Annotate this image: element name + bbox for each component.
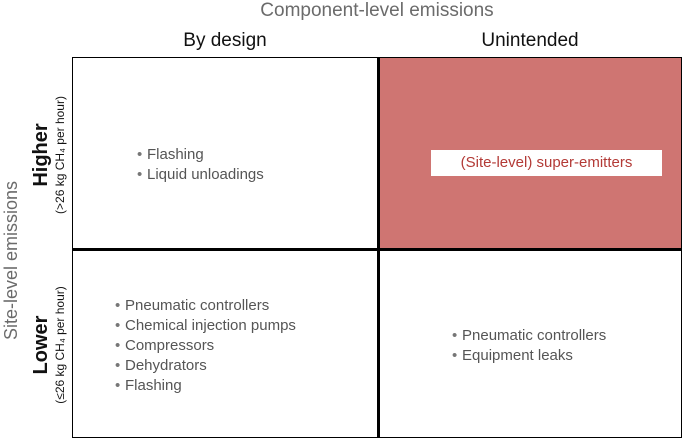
list-lower-unintended: Pneumatic controllers Equipment leaks (452, 326, 606, 366)
list-item: Chemical injection pumps (115, 316, 296, 336)
cell-lower-by-design (72, 249, 378, 438)
list-item: Dehydrators (115, 356, 296, 376)
row-label-lower: Lower (30, 315, 52, 375)
super-emitters-label: (Site-level) super-emitters (431, 150, 662, 176)
list-item: Compressors (115, 336, 296, 356)
list-item: Pneumatic controllers (115, 296, 296, 316)
list-lower-by-design: Pneumatic controllers Chemical injection… (115, 296, 296, 396)
horizontal-divider (72, 248, 682, 251)
list-item: Flashing (137, 145, 264, 165)
y-axis-title: Site-level emissions (1, 180, 21, 341)
row-header-higher: Higher (>26 kg CH₄ per hour) (30, 70, 68, 240)
row-threshold-higher: (>26 kg CH₄ per hour) (53, 96, 67, 214)
row-threshold-lower: (≤26 kg CH₄ per hour) (53, 286, 67, 404)
cell-lower-unintended (378, 249, 682, 438)
row-label-higher: Higher (30, 123, 52, 187)
list-item: Equipment leaks (452, 346, 606, 366)
list-higher-by-design: Flashing Liquid unloadings (137, 145, 264, 185)
row-header-lower: Lower (≤26 kg CH₄ per hour) (30, 255, 68, 435)
list-item: Liquid unloadings (137, 165, 264, 185)
column-header-unintended: Unintended (481, 30, 579, 51)
column-header-by-design: By design (183, 30, 267, 51)
vertical-divider (377, 57, 380, 438)
x-axis-title: Component-level emissions (260, 0, 494, 21)
list-item: Pneumatic controllers (452, 326, 606, 346)
cell-higher-by-design (72, 57, 378, 249)
list-item: Flashing (115, 376, 296, 396)
